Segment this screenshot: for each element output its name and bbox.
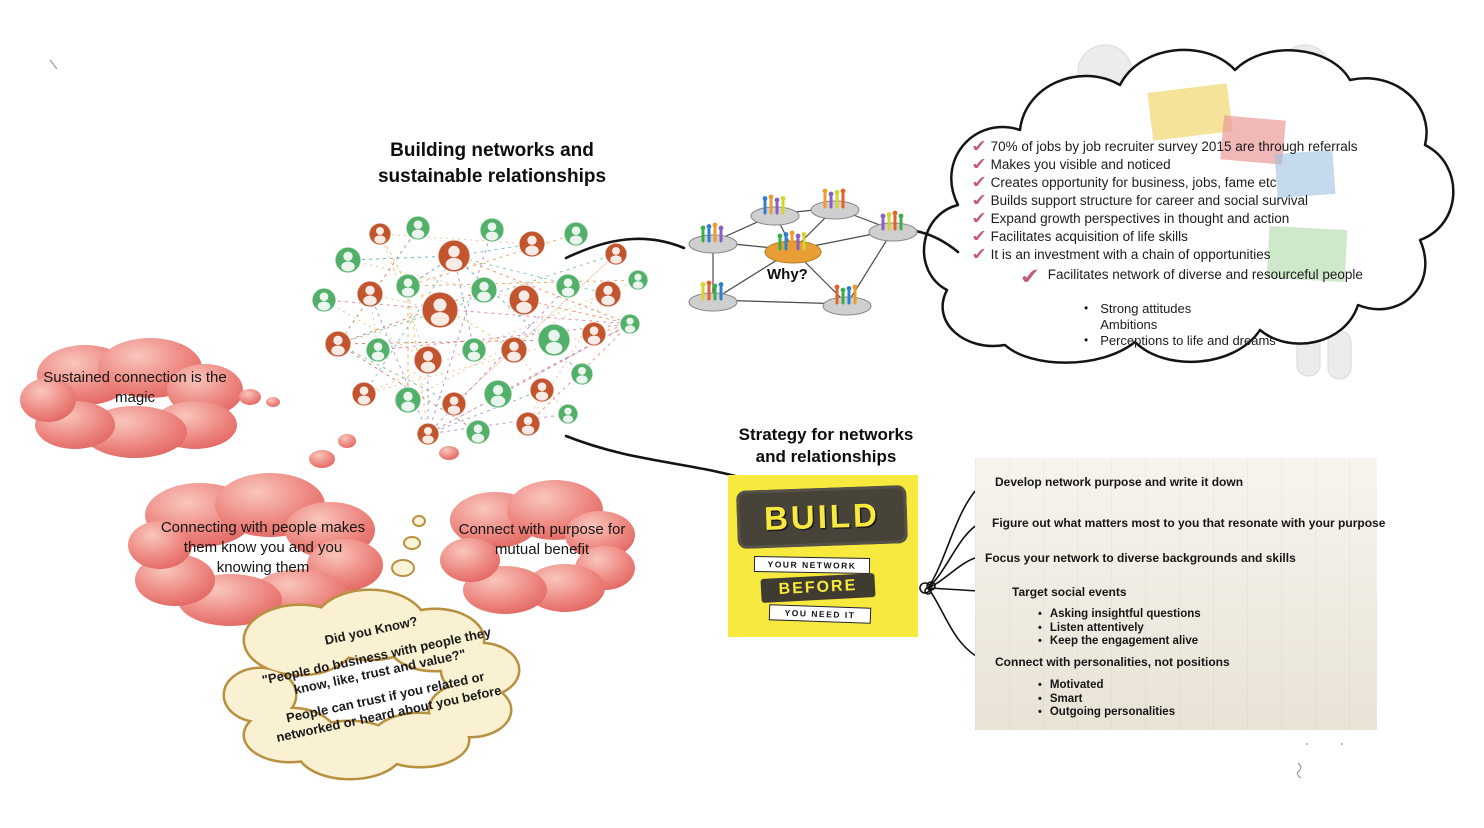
benefit-sub-text: Ambitions <box>1100 317 1158 332</box>
check-icon: ✔ <box>970 172 989 193</box>
benefit-text: Creates opportunity for business, jobs, … <box>990 175 1277 190</box>
strategy-sub-item: •Asking insightful questions <box>1038 608 1201 620</box>
benefit-item: ✔Makes you visible and noticed <box>970 154 1443 175</box>
check-icon: ✔ <box>970 136 989 157</box>
strategy-sub-item: •Keep the engagement alive <box>1038 635 1199 647</box>
check-icon: ✔ <box>970 208 989 229</box>
did-you-know-bubble-text: Did you Know? "People do business with p… <box>247 597 514 757</box>
page-title-line1: Building networks and <box>390 140 594 161</box>
benefit-item: ✔Facilitates acquisition of life skills <box>970 226 1443 247</box>
strategy-panel <box>975 458 1377 730</box>
bullet-icon: • <box>1084 301 1089 315</box>
strategy-title-line2: and relationships <box>755 447 897 467</box>
check-icon: ✔ <box>970 154 989 175</box>
strategy-title: Strategy for networks and relationships <box>700 424 952 468</box>
build-poster-image: BUILD YOUR NETWORK BEFORE YOU NEED IT <box>728 475 918 637</box>
page-title-line2: sustainable relationships <box>377 165 607 187</box>
thought-bubble-text: Sustained connection is the magic <box>43 369 227 406</box>
check-icon: ✔ <box>970 190 989 211</box>
bullet-icon: • <box>1038 692 1042 705</box>
benefit-text: 70% of jobs by job recruiter survey 2015… <box>990 139 1358 154</box>
benefit-highlight-item: ✔ Facilitates network of diverse and res… <box>1018 265 1363 290</box>
strategy-sub-list: •Motivated •Smart •Outgoing personalitie… <box>1038 679 1175 720</box>
bullet-icon: • <box>1038 621 1042 634</box>
benefit-item: ✔Creates opportunity for business, jobs,… <box>970 172 1443 193</box>
why-label: Why? <box>767 266 808 283</box>
strategy-sub-item: •Listen attentively <box>1038 621 1144 634</box>
benefit-sub-text: Strong attitudes <box>1100 301 1192 316</box>
build-plank: BUILD <box>736 485 908 549</box>
strategy-sub-item: •Smart <box>1038 692 1083 705</box>
benefit-text: Builds support structure for career and … <box>990 193 1308 208</box>
build-word: BUILD <box>763 495 881 538</box>
benefit-text: Expand growth perspectives in thought an… <box>990 211 1290 226</box>
strategy-item: Target social events <box>1012 585 1127 599</box>
benefit-sub-text: Perceptions to life and dreams <box>1100 333 1276 348</box>
strategy-sub-item: •Motivated <box>1038 679 1104 691</box>
check-icon: ✔ <box>970 244 989 265</box>
before-strip: BEFORE <box>760 573 876 603</box>
strategy-item: Connect with personalities, not position… <box>995 655 1230 669</box>
your-network-strip: YOUR NETWORK <box>753 555 871 575</box>
people-network-image <box>311 215 649 446</box>
strategy-item: Focus your network to diverse background… <box>985 551 1296 565</box>
benefit-item: ✔70% of jobs by job recruiter survey 201… <box>970 136 1443 157</box>
benefit-text: Facilitates acquisition of life skills <box>990 229 1188 244</box>
thought-bubble-text: Connect with purpose for mutual benefit <box>458 521 626 558</box>
bullet-icon: • <box>1038 608 1042 620</box>
bullet-icon: • <box>1038 706 1042 718</box>
benefit-sub-bullet: • Strong attitudes <box>1084 301 1191 317</box>
benefit-sub-bullet: • Ambitions <box>1084 317 1157 333</box>
check-icon: ✔ <box>970 226 989 247</box>
bullet-icon: • <box>1038 679 1042 691</box>
you-need-it-strip: YOU NEED IT <box>768 604 872 624</box>
strategy-item: Develop network purpose and write it dow… <box>995 475 1244 489</box>
thought-bubble-text: Connecting with people makes them know y… <box>160 519 366 576</box>
check-icon: ✔ <box>1018 264 1043 290</box>
strategy-item: Figure out what matters most to you that… <box>992 516 1386 530</box>
benefit-item: ✔It is an investment with a chain of opp… <box>970 244 1443 265</box>
strategy-title-line1: Strategy for networks <box>738 425 914 444</box>
strategy-sub-list: •Asking insightful questions •Listen att… <box>1038 608 1201 649</box>
bullet-icon: • <box>1084 333 1089 347</box>
benefit-item: ✔Expand growth perspectives in thought a… <box>970 208 1443 229</box>
benefits-list: ✔70% of jobs by job recruiter survey 201… <box>970 136 1443 265</box>
yellow-trail-bubbles <box>391 515 426 577</box>
benefit-text: It is an investment with a chain of oppo… <box>990 247 1271 262</box>
page-title: Building networks and sustainable relati… <box>347 138 637 189</box>
benefit-text: Facilitates network of diverse and resou… <box>1047 267 1363 282</box>
bullet-icon: • <box>1038 635 1042 647</box>
strategy-sub-item: •Outgoing personalities <box>1038 706 1176 718</box>
why-network-image <box>688 188 918 316</box>
benefit-text: Makes you visible and noticed <box>990 157 1171 172</box>
benefit-item: ✔Builds support structure for career and… <box>970 190 1443 211</box>
benefit-sub-bullet: • Perceptions to life and dreams <box>1084 333 1276 349</box>
